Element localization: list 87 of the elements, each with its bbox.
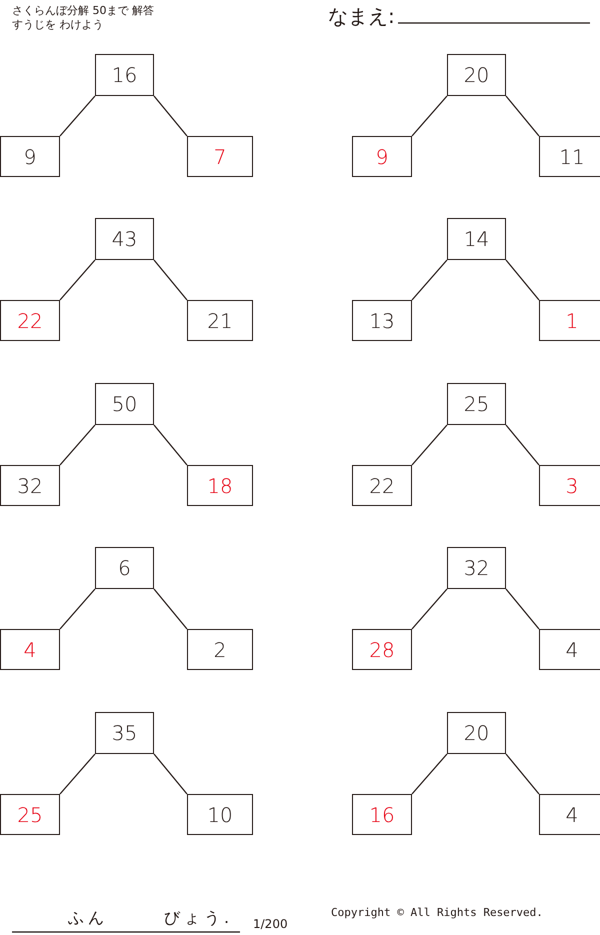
connector-line bbox=[60, 754, 96, 794]
number-box bbox=[95, 712, 154, 754]
worksheet-title: さくらんぼ分解 50まで 解答 bbox=[12, 3, 154, 18]
number: 6 bbox=[118, 556, 131, 580]
connector-line bbox=[412, 96, 448, 136]
number-box bbox=[352, 300, 412, 341]
connector-line bbox=[412, 588, 448, 630]
number-box bbox=[0, 465, 60, 506]
number-box bbox=[187, 629, 253, 670]
answer-number: 7 bbox=[214, 144, 226, 168]
answer-number: 3 bbox=[566, 474, 578, 498]
connector-line bbox=[154, 754, 188, 794]
number: 32 bbox=[17, 474, 43, 498]
number-box bbox=[447, 218, 506, 260]
number-box bbox=[187, 136, 253, 177]
number: 9 bbox=[24, 144, 36, 168]
number-box bbox=[187, 465, 253, 506]
number-box bbox=[0, 629, 60, 670]
number-box bbox=[539, 465, 600, 506]
connector-line bbox=[154, 260, 188, 300]
answer-number: 25 bbox=[17, 802, 43, 826]
connector-line bbox=[506, 588, 540, 630]
connector-line bbox=[154, 96, 188, 136]
connector-line bbox=[154, 588, 188, 630]
answer-number: 4 bbox=[24, 638, 36, 662]
page-number: 1/200 bbox=[253, 917, 288, 931]
connector-line bbox=[506, 260, 540, 300]
number: 25 bbox=[464, 392, 490, 416]
number: 50 bbox=[112, 392, 138, 416]
number: 10 bbox=[207, 802, 233, 826]
number-box bbox=[539, 300, 600, 341]
number: 11 bbox=[559, 144, 585, 168]
connector-line bbox=[60, 424, 96, 466]
number-box bbox=[447, 547, 506, 589]
connector-line bbox=[412, 260, 448, 300]
number-box bbox=[0, 300, 60, 341]
number-box bbox=[0, 794, 60, 835]
number-box bbox=[187, 300, 253, 341]
answer-number: 28 bbox=[369, 638, 395, 662]
number: 21 bbox=[207, 308, 233, 332]
connector-line bbox=[60, 588, 96, 630]
number: 20 bbox=[464, 721, 490, 745]
number-box bbox=[352, 629, 412, 670]
number: 4 bbox=[566, 638, 578, 662]
number-box bbox=[95, 547, 154, 589]
minutes-label: ふん bbox=[68, 908, 108, 929]
number: 32 bbox=[464, 556, 490, 580]
number-box bbox=[0, 136, 60, 177]
number-box bbox=[539, 629, 600, 670]
answer-number: 22 bbox=[17, 308, 43, 332]
number-box bbox=[539, 136, 600, 177]
answer-number: 18 bbox=[207, 474, 233, 498]
copyright-text: Copyright © All Rights Reserved. bbox=[331, 906, 543, 919]
number: 16 bbox=[112, 63, 138, 87]
number-box bbox=[447, 54, 506, 96]
number: 14 bbox=[464, 227, 490, 251]
connector-line bbox=[412, 424, 448, 466]
name-label: なまえ: bbox=[328, 3, 395, 30]
number: 2 bbox=[214, 638, 226, 662]
connector-line bbox=[506, 96, 540, 136]
instruction-text: すうじを わけよう bbox=[12, 17, 104, 32]
number: 22 bbox=[369, 474, 395, 498]
connector-line bbox=[506, 754, 540, 794]
connector-line bbox=[506, 424, 540, 466]
connector-line bbox=[60, 96, 96, 136]
number-box bbox=[447, 712, 506, 754]
number-box bbox=[352, 465, 412, 506]
number: 13 bbox=[369, 308, 395, 332]
seconds-label: びょう. bbox=[164, 908, 234, 929]
number-box bbox=[539, 794, 600, 835]
number-box bbox=[95, 218, 154, 260]
number-box bbox=[352, 794, 412, 835]
answer-number: 9 bbox=[376, 144, 388, 168]
number: 4 bbox=[566, 802, 578, 826]
number-box bbox=[352, 136, 412, 177]
number: 35 bbox=[112, 721, 138, 745]
connector-line bbox=[60, 260, 96, 300]
number-box bbox=[447, 383, 506, 425]
number: 20 bbox=[464, 63, 490, 87]
number-box bbox=[95, 383, 154, 425]
answer-number: 1 bbox=[566, 308, 578, 332]
number-box bbox=[187, 794, 253, 835]
connector-line bbox=[154, 424, 188, 466]
connector-line bbox=[412, 754, 448, 794]
number: 43 bbox=[112, 227, 138, 251]
number-box bbox=[95, 54, 154, 96]
answer-number: 16 bbox=[369, 802, 395, 826]
